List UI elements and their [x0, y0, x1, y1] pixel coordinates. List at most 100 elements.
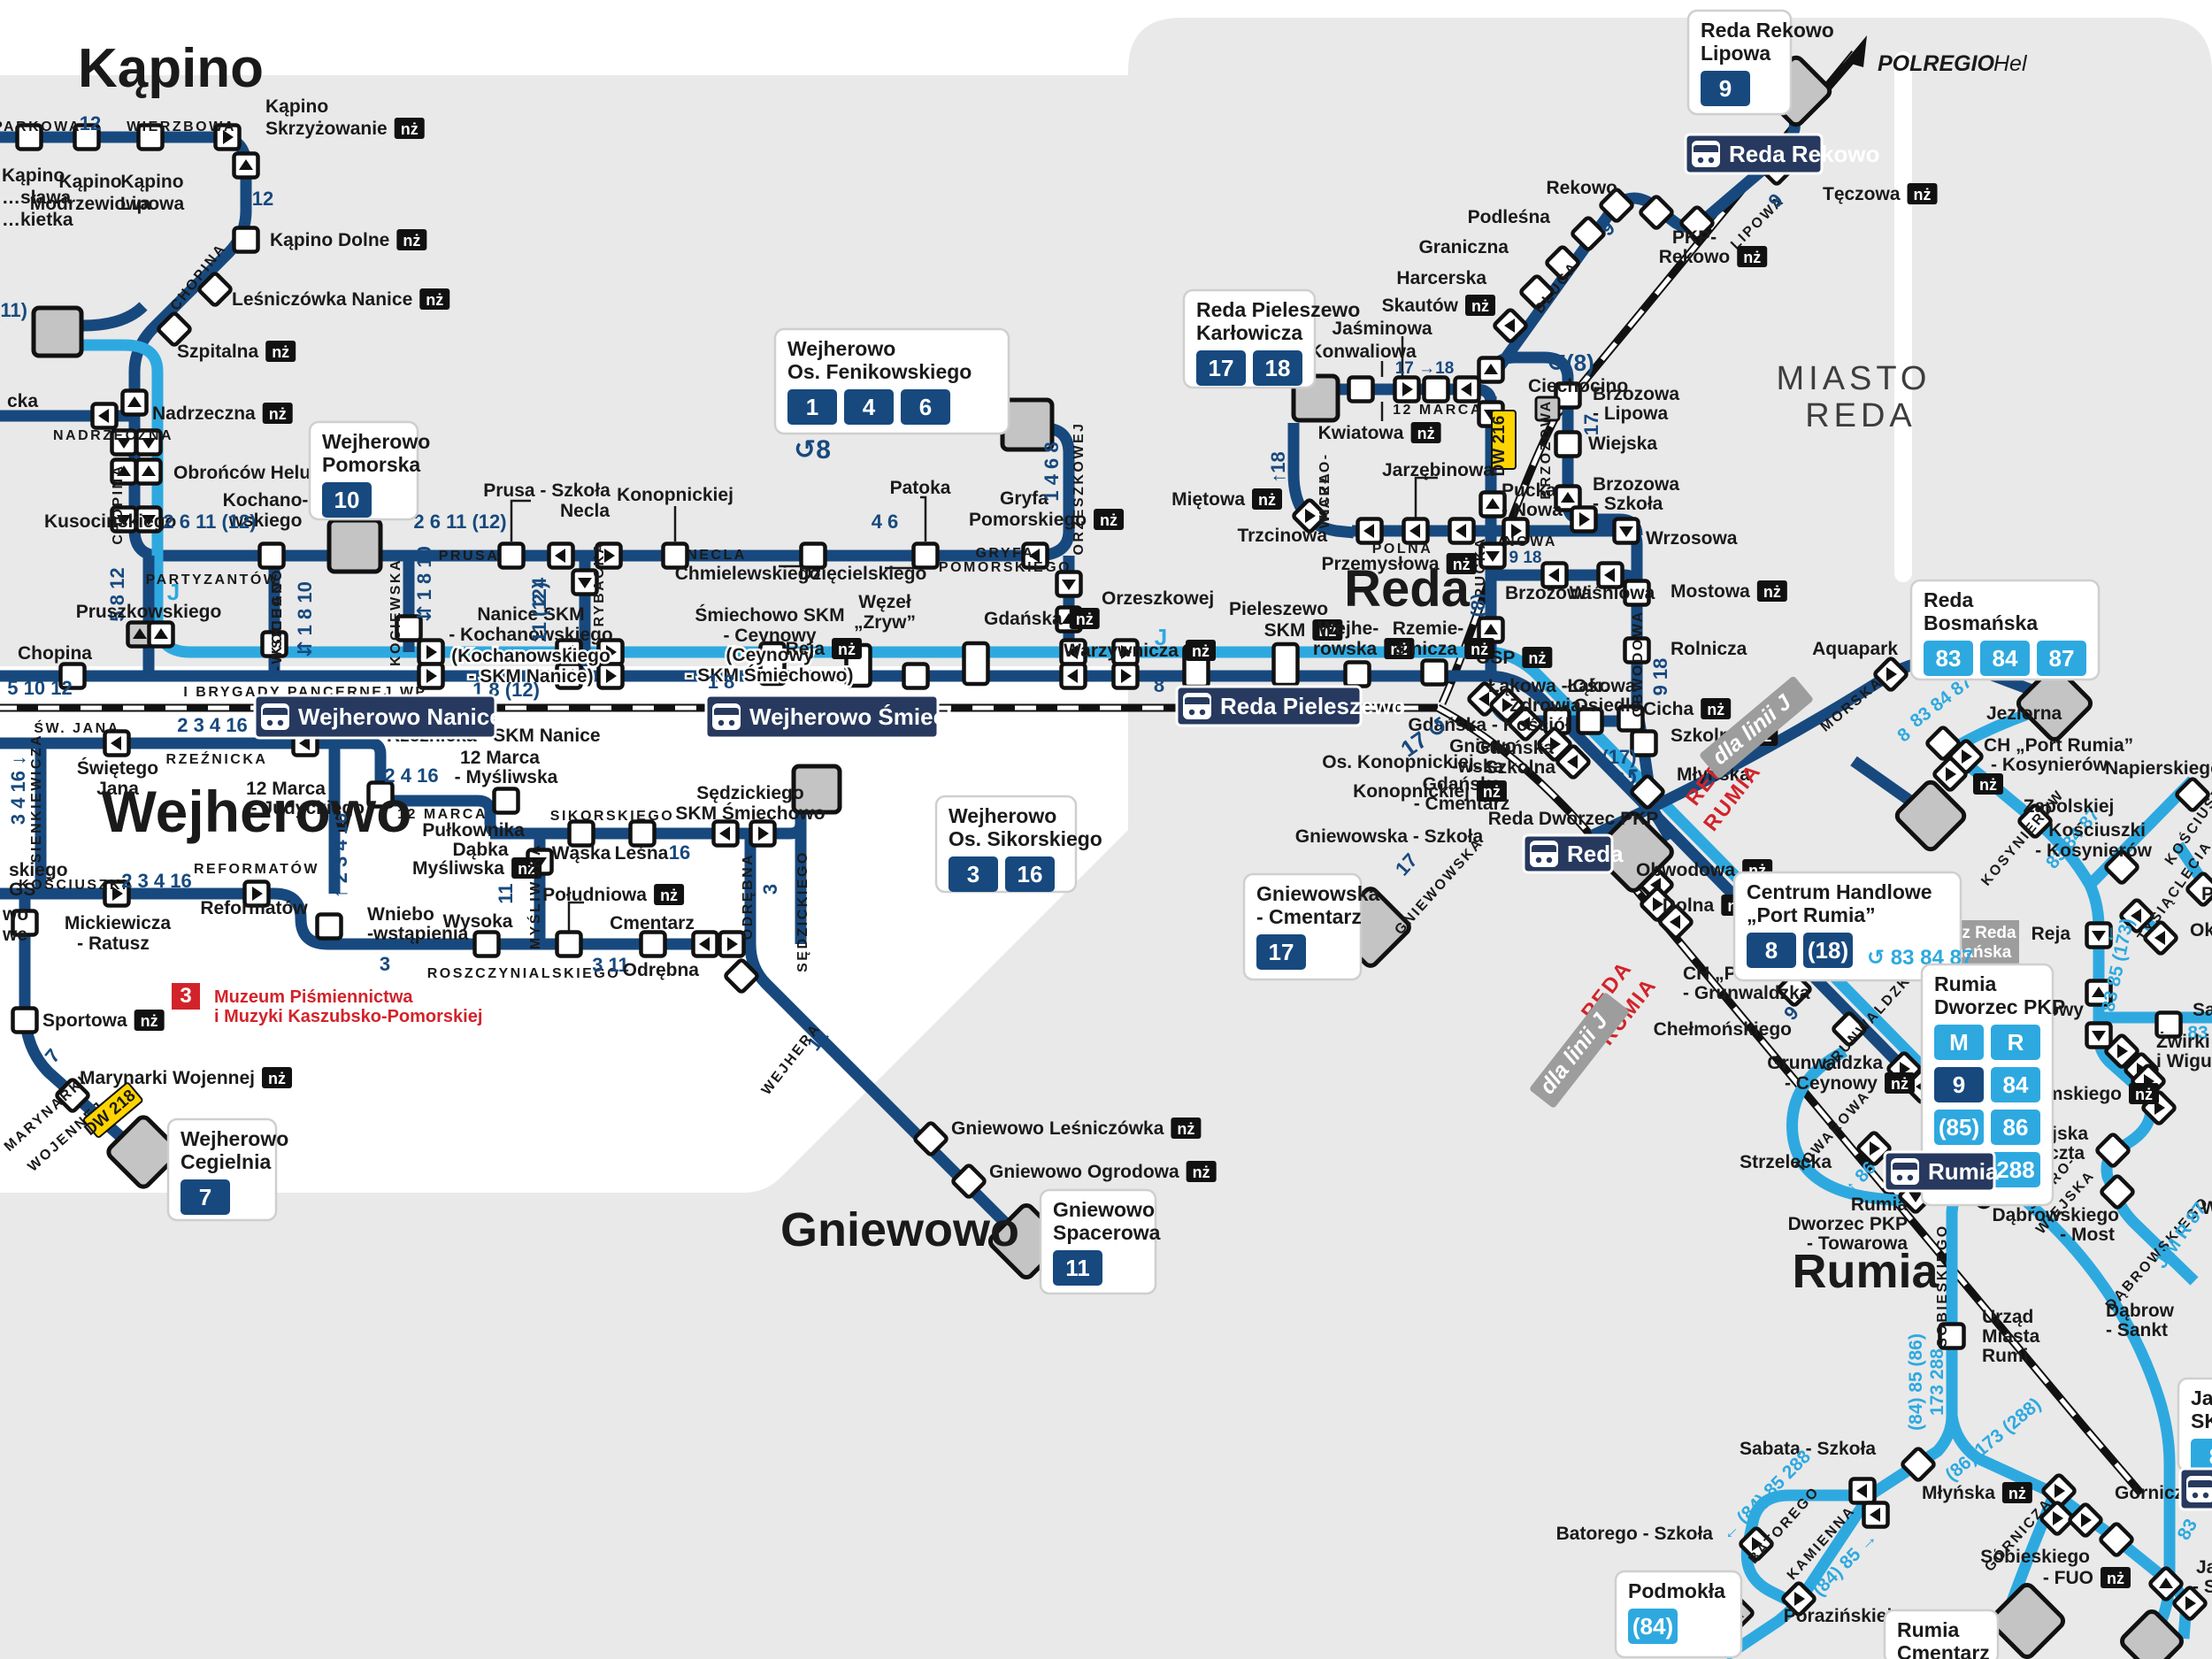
label: NOWA — [1504, 534, 1557, 549]
nz-flag-text: nż — [1076, 611, 1094, 628]
route-badge-number: 1 — [806, 394, 818, 420]
route-badge — [1005, 856, 1055, 892]
route-badge-number: (18) — [1808, 937, 1848, 964]
label: Odrębna — [623, 960, 700, 980]
bus-stop — [1343, 660, 1371, 688]
bus-stop — [58, 662, 87, 690]
map-label: Janow — [2196, 1557, 2212, 1578]
map-label: 12 MARCA — [1393, 403, 1480, 418]
interchange-node — [1894, 780, 1967, 852]
stop-arrow — [1794, 1592, 1805, 1606]
stop-box — [472, 930, 501, 958]
map-label: Aquapark — [1812, 639, 1898, 659]
stop-arrow — [239, 159, 253, 170]
label: 3 — [180, 984, 191, 1008]
bus-route-line — [83, 339, 1486, 658]
card-title: Reda Rekowo — [1701, 19, 1834, 42]
label: Aquapark — [1812, 639, 1898, 659]
label: Łąkowa - Ośr. — [1488, 676, 1609, 696]
label: 12 — [80, 112, 101, 134]
stop-arrow — [1062, 580, 1076, 590]
route-badge-number: (85) — [1939, 1114, 1979, 1141]
map-label: Wrzosowa — [1646, 528, 1738, 549]
map-label: RZEŹNICKA — [166, 750, 265, 767]
map-label: Napierskiego — [2105, 758, 2212, 779]
map-label: 9 18 — [1649, 658, 1671, 696]
stop-box — [628, 819, 657, 848]
terminus-card: JanowoSKM8 — [2177, 1377, 2212, 1474]
stop-arrow — [2131, 909, 2141, 923]
label: Młyńska — [1922, 1483, 1995, 1503]
label: Myśliwska — [412, 858, 504, 879]
map-label: PRUSA — [439, 549, 497, 564]
card-title: „Port Rumia” — [1747, 903, 1876, 926]
stop-arrow — [142, 515, 156, 526]
map-label: ROSZCZYNIALSKIEGO — [427, 966, 618, 981]
label: POLREGIO — [1878, 51, 1995, 76]
route-badge-number: 17 — [1269, 939, 1294, 965]
card-title: SKM — [2191, 1409, 2212, 1432]
label: -wska — [1452, 757, 1504, 777]
bus-stop — [639, 930, 667, 958]
stop-arrow — [1461, 382, 1471, 396]
label-leader — [1414, 476, 1438, 518]
label-leader — [920, 495, 927, 541]
label: Gdańska — [984, 609, 1063, 629]
map-label: Nanice SKM- Kochanowskiego — [449, 604, 613, 645]
label: ↑ 2 3 4 16 — [329, 813, 351, 899]
stop-box — [232, 226, 260, 254]
map-label: i Wigurynż — [2156, 1051, 2212, 1071]
label: - Sobie — [2193, 1577, 2212, 1597]
map-label: BRZOZOWA — [1539, 399, 1554, 499]
bus-stop — [1901, 1447, 1936, 1482]
stop-arrow — [606, 645, 617, 659]
bus-stop — [2104, 1033, 2139, 1069]
card-title: Wejherowo — [180, 1127, 288, 1150]
nz-flag-text: nż — [1471, 641, 1488, 658]
label: 17 →18 — [1395, 359, 1455, 378]
bus-stop — [799, 541, 827, 570]
map-label: Rolnicza — [1671, 639, 1747, 659]
label: Konopnickiej — [617, 485, 733, 505]
map-label: PARKOWA — [0, 119, 79, 134]
bus-stop — [55, 1078, 90, 1113]
stop-box — [2154, 1010, 2183, 1039]
stop-box — [58, 662, 87, 690]
bus-stop — [1873, 657, 1909, 692]
map-label: Porazińskiej — [1784, 1606, 1893, 1626]
label: Pułkownika — [422, 820, 525, 841]
nz-flag — [262, 1067, 293, 1088]
map-label: ↺ — [1617, 764, 1639, 794]
stop-box — [1554, 430, 1582, 458]
bus-stop — [134, 428, 163, 457]
bus-stop — [1623, 636, 1651, 664]
map-label: -wska — [1452, 757, 1504, 777]
stop-diamond — [2095, 1133, 2131, 1168]
train-icon — [2186, 1476, 2212, 1502]
bus-route-line — [0, 737, 387, 790]
card-title: Rumia — [1897, 1618, 1960, 1641]
label: REFORMATÓW — [194, 860, 319, 877]
label: - Most — [2060, 1225, 2115, 1245]
map-label: 12 Marca — [460, 748, 540, 768]
train-icon-window — [714, 708, 739, 715]
nz-flag-text: nż — [1258, 491, 1276, 509]
map-label: - Kosynierów — [2035, 841, 2153, 861]
bus-stop — [661, 541, 689, 570]
label: Gniewowo Ogrodowa — [989, 1162, 1179, 1182]
bus-stop — [2119, 898, 2154, 933]
map-label: Dzięcielskiego — [799, 564, 927, 584]
stop-arrow — [758, 826, 769, 841]
stop-diamond — [1519, 274, 1555, 310]
map-label: Strzelecka — [1740, 1152, 1832, 1172]
bus-stop — [11, 1006, 39, 1034]
train-icon — [712, 703, 741, 730]
stop-diamond — [913, 1121, 949, 1156]
map-label: „Zryw” — [854, 612, 916, 633]
stop-arrow — [1486, 551, 1500, 562]
stop-arrow — [1511, 524, 1522, 538]
label: Pucka — [1502, 480, 1556, 501]
